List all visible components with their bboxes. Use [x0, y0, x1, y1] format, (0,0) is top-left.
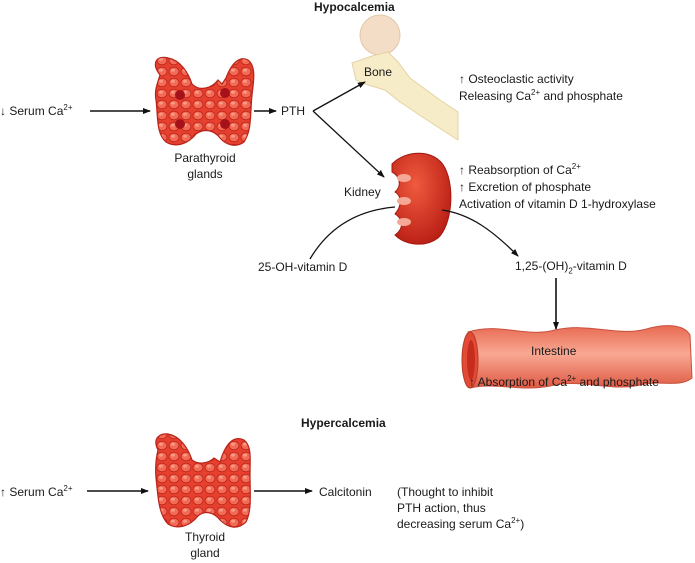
hypocalcemia-title: Hypocalcemia [314, 0, 395, 14]
bone-effect-1: ↑ Osteoclastic activity [459, 72, 574, 86]
intestine-illustration [461, 325, 693, 389]
kidney-effect-2: ↑ Excretion of phosphate [459, 180, 592, 194]
up-arrow-icon: ↑ [459, 180, 465, 194]
thyroid-label: Thyroid gland [184, 530, 225, 560]
calcitonin-note: (Thought to inhibit PTH action, thus dec… [397, 485, 525, 531]
hypercalcemia-title: Hypercalcemia [301, 416, 386, 430]
intestine-effect: ↑ Absorption of Ca2+ and phosphate [469, 374, 659, 390]
intestine-label: Intestine [531, 344, 577, 358]
arrow-pth-to-kidney [312, 110, 385, 178]
arrow-vitd-through-kidney [309, 206, 396, 260]
bone-effect-2: Releasing Ca2+ and phosphate [459, 88, 623, 104]
vitamin-d-input-label: 25-OH-vitamin D [258, 260, 348, 274]
parathyroid-node [220, 119, 230, 129]
vitamin-d-output-label: 1,25-(OH)2-vitamin D [515, 259, 627, 276]
parathyroid-node [175, 90, 185, 100]
up-arrow-icon: ↑ [459, 163, 465, 177]
hyper-trigger-label: ↑ Serum Ca2+ [0, 484, 73, 500]
calcitonin-label: Calcitonin [319, 485, 372, 499]
down-arrow-icon: ↓ [0, 104, 6, 118]
arrow-pth-to-bone [312, 81, 366, 112]
arrow-kidney-to-active-vitd [441, 209, 519, 257]
kidney-label: Kidney [344, 185, 381, 199]
parathyroid-node [175, 119, 185, 129]
parathyroid-node [220, 88, 230, 98]
parathyroid-gland-illustration [154, 56, 255, 146]
thyroid-gland-illustration [155, 433, 251, 528]
up-arrow-icon: ↑ [459, 72, 465, 86]
kidney-effect-1: ↑ Reabsorption of Ca2+ [459, 162, 581, 178]
kidney-effect-3: Activation of vitamin D 1-hydroxylase [459, 197, 656, 211]
kidney-illustration [391, 152, 452, 245]
bone-illustration [351, 14, 459, 141]
up-arrow-icon: ↑ [0, 485, 6, 499]
bone-label: Bone [364, 65, 393, 79]
hypo-trigger-label: ↓ Serum Ca2+ [0, 103, 73, 119]
parathyroid-label: Parathyroid glands [174, 151, 236, 181]
pth-label: PTH [281, 104, 305, 118]
up-arrow-icon: ↑ [469, 375, 475, 389]
